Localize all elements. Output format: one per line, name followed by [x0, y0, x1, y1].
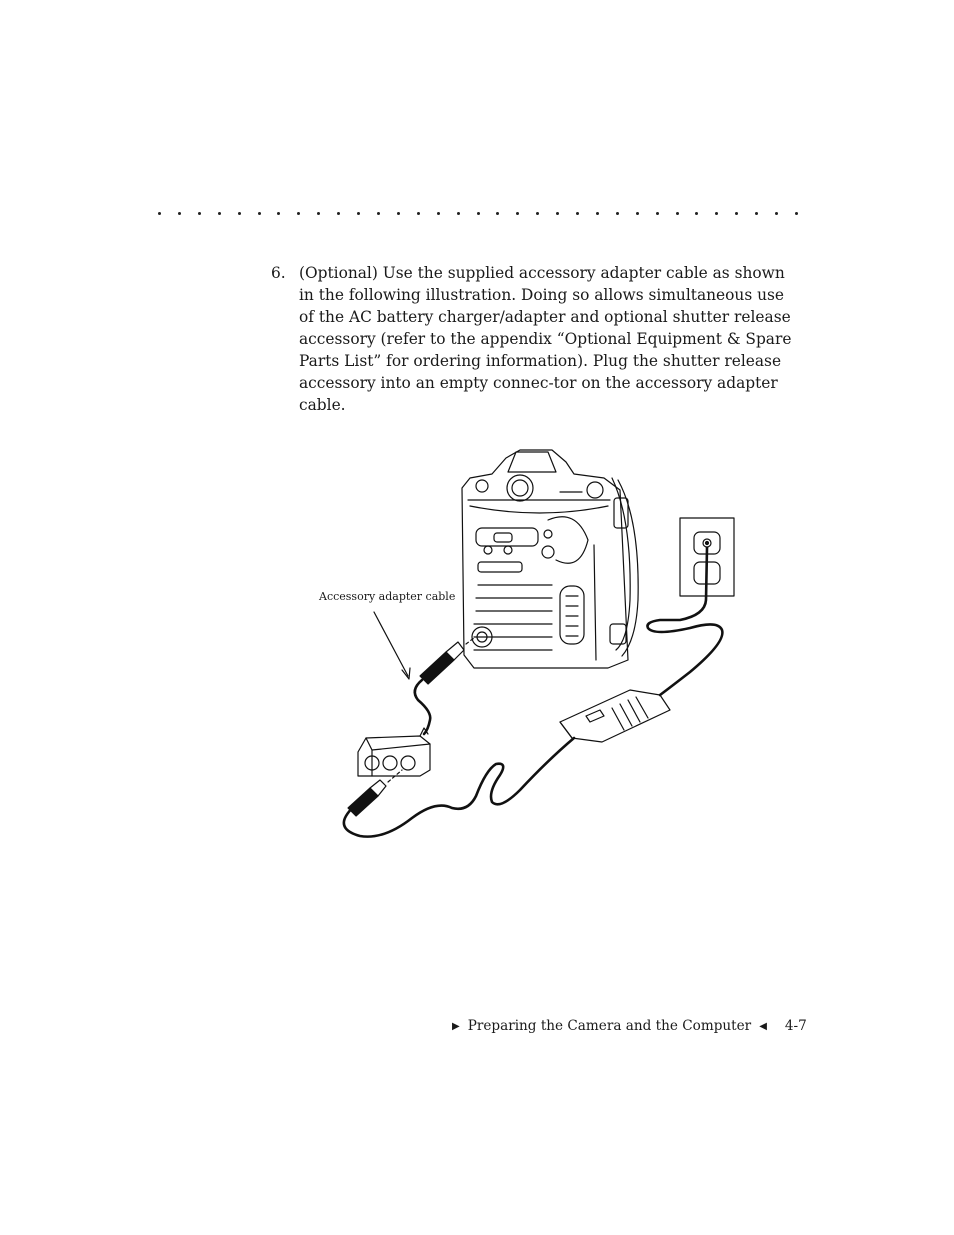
step-text: (Optional) Use the supplied accessory ad… — [299, 264, 792, 414]
triangle-right-icon: ▶ — [452, 1020, 460, 1032]
camera-connection-illustration — [342, 449, 735, 838]
shutter-release-plug — [347, 769, 403, 817]
figure-callout-label: Accessory adapter cable — [319, 590, 456, 603]
camera-body — [461, 449, 639, 669]
callout-leader — [373, 611, 411, 680]
page-number: 4-7 — [784, 1018, 807, 1034]
camera-cable-plug — [419, 637, 475, 685]
ac-adapter — [559, 689, 671, 743]
step-number: 6. — [271, 264, 286, 282]
page-footer: ▶ Preparing the Camera and the Computer … — [452, 1018, 807, 1034]
cables — [342, 546, 724, 838]
triangle-left-icon: ◀ — [759, 1020, 767, 1032]
dotted-rule — [158, 206, 798, 220]
adapter-splitter — [357, 727, 431, 777]
footer-section-title: Preparing the Camera and the Computer — [467, 1018, 752, 1034]
